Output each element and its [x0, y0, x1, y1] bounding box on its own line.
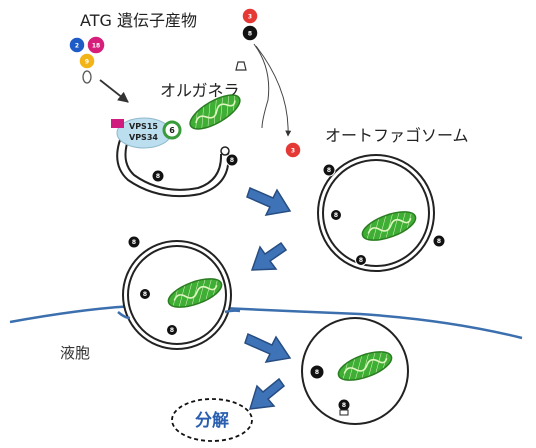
atg-products-label: ATG 遺伝子産物 [80, 11, 197, 30]
atg8-number: 8 [143, 291, 147, 298]
atg8-number: 8 [230, 157, 234, 164]
atg8-marker [127, 235, 141, 249]
atg-protein-circle [241, 24, 259, 42]
atg-protein-circle [68, 36, 86, 54]
autophagic-body: 8 8 [301, 317, 409, 425]
atg8-marker [330, 209, 342, 221]
atg-protein-number: 18 [92, 43, 100, 50]
atg-protein-number: 6 [169, 126, 175, 135]
atg-protein-number: 3 [248, 14, 252, 21]
atg8-marker [432, 234, 446, 248]
atg8-number: 8 [359, 257, 363, 264]
atg8-marker [225, 153, 239, 167]
vacuole-label: 液胞 [60, 344, 90, 362]
atg-protein-circle [78, 52, 96, 70]
atg8-number: 8 [132, 239, 136, 246]
atg-protein-number: 3 [291, 148, 295, 155]
vps15-label: VPS15 [129, 122, 158, 131]
atg-protein-circle [241, 7, 259, 25]
atg8-marker [151, 169, 165, 183]
atg-protein-circle [86, 35, 106, 55]
phagophore-membrane [116, 127, 230, 198]
autophagosome: 8 8 8 8 [317, 154, 446, 272]
atg8-number: 8 [342, 402, 346, 409]
atg8-number: 8 [156, 173, 160, 180]
lipid-anchor [235, 61, 247, 71]
vps34-label: VPS34 [129, 133, 158, 142]
atg-cluster: 2 18 9 [68, 35, 106, 84]
flow-arrows [244, 186, 292, 410]
vacuole-membrane [9, 304, 523, 340]
vacuole-membrane [117, 311, 131, 320]
atg8-number: 8 [327, 167, 331, 174]
flow-arrow-4 [248, 377, 286, 410]
lipid-anchor [339, 409, 349, 416]
atg8-marker [309, 364, 325, 380]
atg8-number: 8 [334, 212, 338, 219]
lipidation-line [253, 43, 270, 129]
flow-arrow-2 [250, 241, 288, 271]
degradation-label: 分解 [195, 410, 229, 431]
membrane-anchor [111, 119, 124, 128]
autophagosome-inner-membrane [322, 159, 430, 267]
recruit-arrow [99, 79, 129, 103]
degradation-outline [171, 398, 253, 442]
atg8-number: 8 [437, 238, 441, 245]
atg-protein-circle [284, 141, 302, 159]
vacuole-membrane [224, 309, 241, 314]
lipid-vesicle [82, 70, 92, 84]
atg8-marker [139, 288, 151, 300]
atg8-marker [355, 254, 367, 266]
flow-arrow-1 [246, 186, 292, 216]
atg8-number: 8 [315, 369, 319, 376]
recycle-arrow [255, 45, 292, 137]
atg8-marker [166, 324, 178, 336]
vps-complex: VPS15 VPS34 6 [111, 117, 182, 149]
atg8-number: 8 [170, 327, 174, 334]
atg-protein-number: 8 [248, 31, 252, 38]
atg-protein-number: 9 [85, 59, 89, 66]
atg-protein-number: 2 [75, 43, 79, 50]
fusing-autophagosome: 8 8 8 [122, 235, 232, 350]
atg8-marker [322, 163, 336, 177]
atg-protein-circle [162, 120, 182, 140]
organelle-label: オルガネラ [160, 81, 240, 100]
autophagosome-label: オートファゴソーム [325, 126, 469, 145]
atg-top-pair: 3 8 [241, 7, 259, 42]
phagophore-rim [220, 146, 230, 156]
degradation-node: 分解 [171, 398, 253, 442]
flow-arrow-3 [244, 332, 292, 363]
